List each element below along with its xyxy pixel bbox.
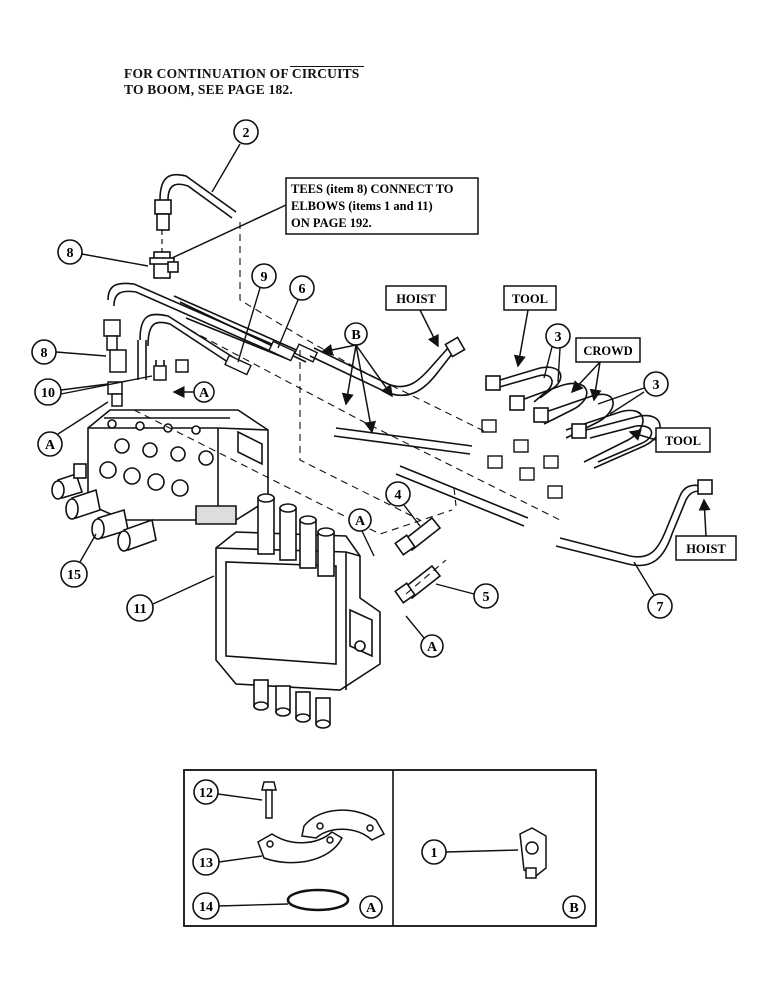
fittings-8-10 [103, 319, 189, 407]
tag-tool-top-text: TOOL [512, 292, 548, 306]
callout-9: 9 [237, 263, 277, 363]
routing-dashes [133, 222, 561, 595]
marker-a-mid-text: A [355, 514, 366, 529]
valve-spools [51, 463, 157, 552]
callout-8-mid: 8 [31, 339, 107, 365]
tees-note-line-1: TEES (item 8) CONNECT TO [291, 182, 454, 196]
callout-3-top-text: 3 [555, 330, 562, 345]
tube-fittings-right [481, 419, 563, 499]
marker-b-main: B [320, 322, 393, 434]
callout-11: 11 [126, 575, 215, 622]
callout-9-text: 9 [261, 270, 268, 285]
note-rule [290, 66, 364, 67]
inset-o-ring [286, 888, 350, 912]
marker-a-right-text: A [427, 640, 438, 655]
callout-13-text: 13 [199, 856, 213, 871]
callout-8-top: 8 [57, 239, 149, 267]
tag-crowd: CROWD [570, 337, 641, 402]
secondary-valve-item-11 [215, 493, 381, 729]
inset-bolt [261, 781, 277, 819]
callout-10: 10 [34, 375, 153, 406]
inset-flange-halves [257, 809, 386, 864]
marker-b-main-text: B [351, 328, 360, 343]
callout-14: 14 [192, 892, 289, 920]
callout-8-top-text: 8 [67, 246, 74, 261]
elbow-tube-item-2 [154, 173, 237, 231]
marker-a-right: A [405, 615, 444, 658]
callout-6-text: 6 [299, 282, 306, 297]
tag-crowd-text: CROWD [583, 344, 632, 358]
callout-1: 1 [421, 839, 519, 865]
callout-3-top: 3 [543, 323, 571, 383]
marker-a-mid: A [348, 508, 375, 557]
tag-tool-top: TOOL [503, 285, 557, 368]
tees-leader [171, 204, 287, 259]
callout-5-text: 5 [483, 590, 490, 605]
callout-3-right: 3 [597, 371, 669, 415]
hoist-tube [309, 336, 466, 397]
callout-10-text: 10 [41, 386, 55, 401]
tees-note-line-3: ON PAGE 192. [291, 216, 372, 230]
tag-tool-right-text: TOOL [665, 434, 701, 448]
tag-hoist-top-text: HOIST [396, 292, 436, 306]
marker-a-arrow-text: A [199, 386, 210, 401]
callout-7-text: 7 [657, 600, 664, 615]
continuation-note-line-1: FOR CONTINUATION OF CIRCUITS [124, 66, 360, 81]
callout-11-text: 11 [133, 602, 146, 617]
tube-bundle [107, 282, 311, 380]
tees-note-box: TEES (item 8) CONNECT TO ELBOWS (items 1… [171, 177, 479, 259]
callout-4-text: 4 [395, 488, 402, 503]
hose-item-4 [394, 516, 442, 556]
marker-a-left: A [37, 401, 109, 457]
tee-fitting-item-8-top [149, 251, 179, 279]
continuation-note-line-2: TO BOOM, SEE PAGE 182. [124, 82, 293, 97]
callout-12-text: 12 [199, 786, 213, 801]
callout-2-text: 2 [243, 126, 250, 141]
marker-b-inset-text: B [569, 901, 578, 916]
tag-hoist-top: HOIST [385, 285, 447, 348]
marker-a-left-text: A [45, 438, 56, 453]
callout-7: 7 [633, 561, 673, 619]
callout-8-mid-text: 8 [41, 346, 48, 361]
callout-6: 6 [277, 275, 315, 349]
control-valve-item-15 [87, 409, 269, 525]
marker-a-inset: A [359, 895, 383, 919]
callout-12: 12 [193, 779, 263, 805]
callout-1-text: 1 [431, 846, 438, 861]
tag-tool-right: TOOL [628, 427, 711, 453]
tool-tube-right [585, 414, 661, 469]
tube-item-7 [555, 479, 713, 567]
hose-item-5 [394, 564, 442, 604]
tag-hoist-bottom-text: HOIST [686, 542, 726, 556]
callout-5: 5 [435, 583, 499, 609]
continuation-note: FOR CONTINUATION OF CIRCUITS TO BOOM, SE… [124, 66, 360, 98]
callout-4: 4 [385, 481, 421, 527]
inset-elbow-b [519, 827, 547, 879]
tube-ends-6-9 [224, 340, 319, 376]
tees-note-line-2: ELBOWS (items 1 and 11) [291, 199, 433, 213]
crowd-tubes [509, 382, 644, 463]
marker-b-inset: B [562, 895, 586, 919]
lower-tubes [333, 427, 529, 527]
callout-3-right-text: 3 [653, 378, 660, 393]
callout-15-text: 15 [67, 568, 81, 583]
marker-a-inset-text: A [366, 901, 377, 916]
callout-15: 15 [60, 533, 97, 588]
callout-2: 2 [211, 119, 259, 193]
tag-hoist-bottom: HOIST [675, 498, 737, 561]
callout-14-text: 14 [199, 900, 213, 915]
callout-13: 13 [192, 848, 263, 876]
marker-a-arrow: A [172, 381, 215, 403]
